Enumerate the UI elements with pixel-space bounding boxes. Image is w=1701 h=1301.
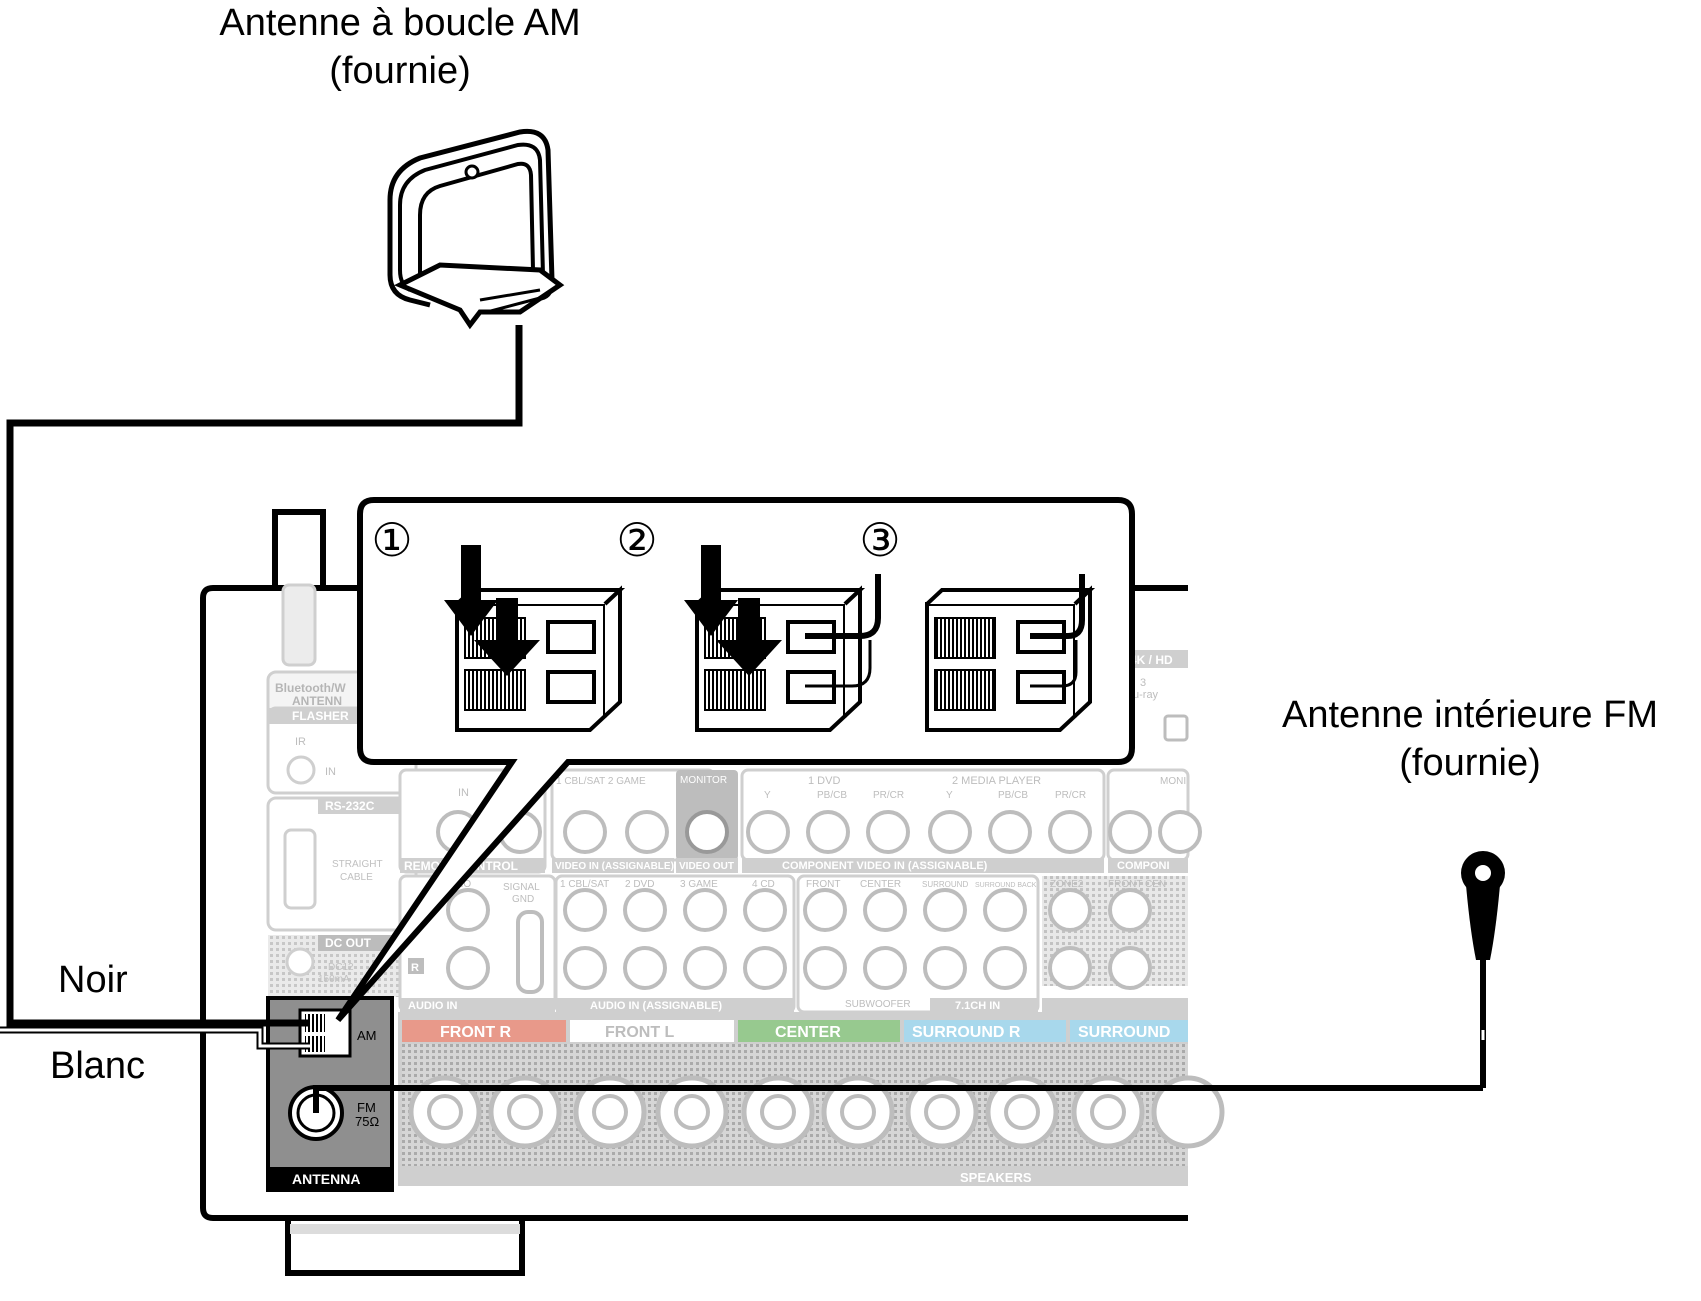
speaker-front-r-label: FRONT R: [440, 1024, 512, 1041]
video-in-assignable-label: VIDEO IN (ASSIGNABLE): [555, 861, 674, 872]
fm-cable: [313, 1085, 1483, 1113]
press-arrow-icon: [716, 598, 782, 676]
receiver-rear-panel: Bluetooth/W ANTENN FLASHER IR IN RS-232C…: [200, 509, 1225, 1276]
rs232c-label: RS-232C: [325, 799, 375, 813]
fm-antenna-label-line2: (fournie): [1399, 741, 1541, 784]
component-video-in-label: COMPONENT VIDEO IN (ASSIGNABLE): [782, 860, 988, 872]
audio-assign-2: 2 DVD: [625, 879, 654, 890]
step-3-terminal: [925, 574, 1096, 732]
step-3-label: ③: [859, 514, 900, 566]
subwoofer-label: SUBWOOFER: [845, 999, 911, 1010]
bluetooth-antenna-label: Bluetooth/W: [275, 681, 346, 695]
bluetooth-antenna-label-2: ANTENN: [292, 694, 342, 708]
step-2-label: ②: [616, 514, 657, 566]
speaker-center-label: CENTER: [775, 1024, 841, 1041]
fm-ohm-label: 75Ω: [355, 1114, 379, 1129]
step-1-terminal: [444, 545, 626, 732]
signal-gnd-label-1: SIGNAL: [503, 882, 540, 893]
am-antenna-label-line2: (fournie): [329, 49, 471, 92]
fm-indoor-antenna-icon: [1461, 851, 1505, 1088]
component-pr-2: PR/CR: [1055, 790, 1086, 801]
antenna-terminal-block: ANTENNA AM FM 75Ω: [266, 996, 394, 1192]
pre-surround-back-label: SURROUND BACK: [975, 882, 1037, 889]
am-loop-antenna-icon: [387, 128, 565, 330]
remote-in-label: IN: [458, 787, 469, 799]
dc-out-label: DC OUT: [325, 936, 372, 950]
am-cable-black: [6, 325, 523, 1027]
audio-assign-4: 4 CD: [752, 879, 775, 890]
speaker-front-r-band: [402, 1020, 566, 1042]
rs232c-port: [283, 828, 317, 910]
ir-in-label: IN: [325, 766, 336, 778]
fm-antenna-label-line1: Antenne intérieure FM: [1282, 694, 1658, 736]
pre-center-label: CENTER: [860, 879, 901, 890]
ir-in-jack: [286, 755, 316, 785]
component-short-label: COMPONI: [1117, 860, 1170, 872]
step-2-terminal: [684, 545, 881, 732]
component-pr-1: PR/CR: [873, 790, 904, 801]
audio-in-label: AUDIO IN: [408, 1000, 458, 1012]
hdmi-bluray-label: u-ray: [1133, 689, 1159, 701]
speaker-surround-label: SURROUND: [1078, 1024, 1170, 1041]
antenna-label: ANTENNA: [292, 1171, 360, 1187]
signal-gnd-label-2: GND: [512, 894, 534, 905]
press-arrow-icon: [444, 545, 498, 636]
pre-front-label: FRONT: [806, 879, 840, 890]
zone2-sub-label: FRONT CEN: [1108, 879, 1166, 890]
speaker-front-l-label: FRONT L: [605, 1024, 675, 1041]
am-terminal-label: AM: [357, 1028, 377, 1043]
flasher-label: FLASHER: [292, 709, 349, 723]
am-antenna-label: Antenne à boucle AM (fournie): [200, 0, 600, 95]
press-arrow-icon: [474, 598, 540, 676]
am-cable-white-outline: [0, 1026, 310, 1050]
audio-assign-3: 3 GAME: [680, 879, 718, 890]
video-in-header: 1 CBL/SAT 2 GAME: [556, 776, 646, 787]
video-out-label: VIDEO OUT: [679, 861, 734, 872]
component-pb-1: PB/CB: [817, 790, 847, 801]
wire-white-label: Blanc: [50, 1045, 146, 1087]
fm-antenna-label: Antenne intérieure FM (fournie): [1240, 692, 1700, 787]
am-antenna-label-line1: Antenne à boucle AM: [219, 2, 581, 44]
speakers-label: SPEAKERS: [960, 1170, 1032, 1185]
zone2-label: ZONE2: [1050, 879, 1084, 890]
component-pb-2: PB/CB: [998, 790, 1028, 801]
speaker-surround-r-label: SURROUND R: [912, 1024, 1021, 1041]
component-media-label: 2 MEDIA PLAYER: [952, 775, 1041, 787]
audio-in-assignable-label: AUDIO IN (ASSIGNABLE): [590, 1000, 722, 1012]
press-arrow-icon: [684, 545, 738, 636]
audio-assign-1: 1 CBL/SAT: [560, 879, 609, 890]
hdmi-3-label: 3: [1140, 677, 1146, 689]
monitor-label: MONITOR: [680, 775, 727, 786]
hdmi-4k-label: 4K / HD: [1130, 653, 1173, 667]
component-y-2: Y: [946, 790, 953, 801]
r-badge: R: [411, 962, 419, 974]
component-y-1: Y: [764, 790, 771, 801]
ir-label: IR: [295, 736, 306, 748]
wire-black-label: Noir: [58, 959, 128, 1001]
component-mon-label: MONI: [1160, 776, 1186, 787]
straight-label: STRAIGHT: [332, 859, 383, 870]
component-dvd-label: 1 DVD: [808, 775, 840, 787]
pre-surround-label: SURROUND: [922, 880, 968, 889]
step-1-label: ①: [371, 514, 412, 566]
ch71-in-label: 7.1CH IN: [955, 1000, 1000, 1012]
cable-label: CABLE: [340, 872, 373, 883]
ma150-label: 150mA: [318, 974, 350, 985]
fm-terminal-label: FM: [357, 1100, 376, 1115]
dc12-label: DC12: [328, 962, 354, 973]
dc-out-jack: [285, 947, 315, 977]
